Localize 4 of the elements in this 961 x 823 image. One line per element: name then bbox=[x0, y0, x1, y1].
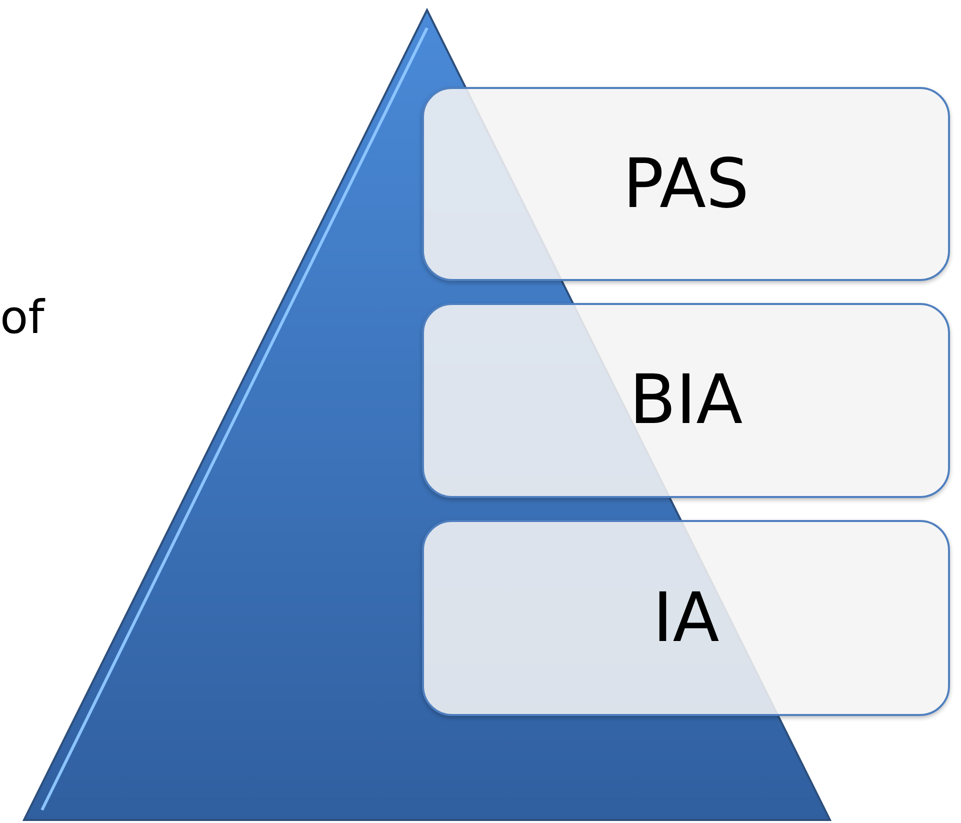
level-box: PAS bbox=[422, 87, 950, 281]
level-box: BIA bbox=[422, 303, 950, 498]
side-text: of bbox=[0, 290, 44, 344]
level-box: IA bbox=[422, 520, 950, 716]
